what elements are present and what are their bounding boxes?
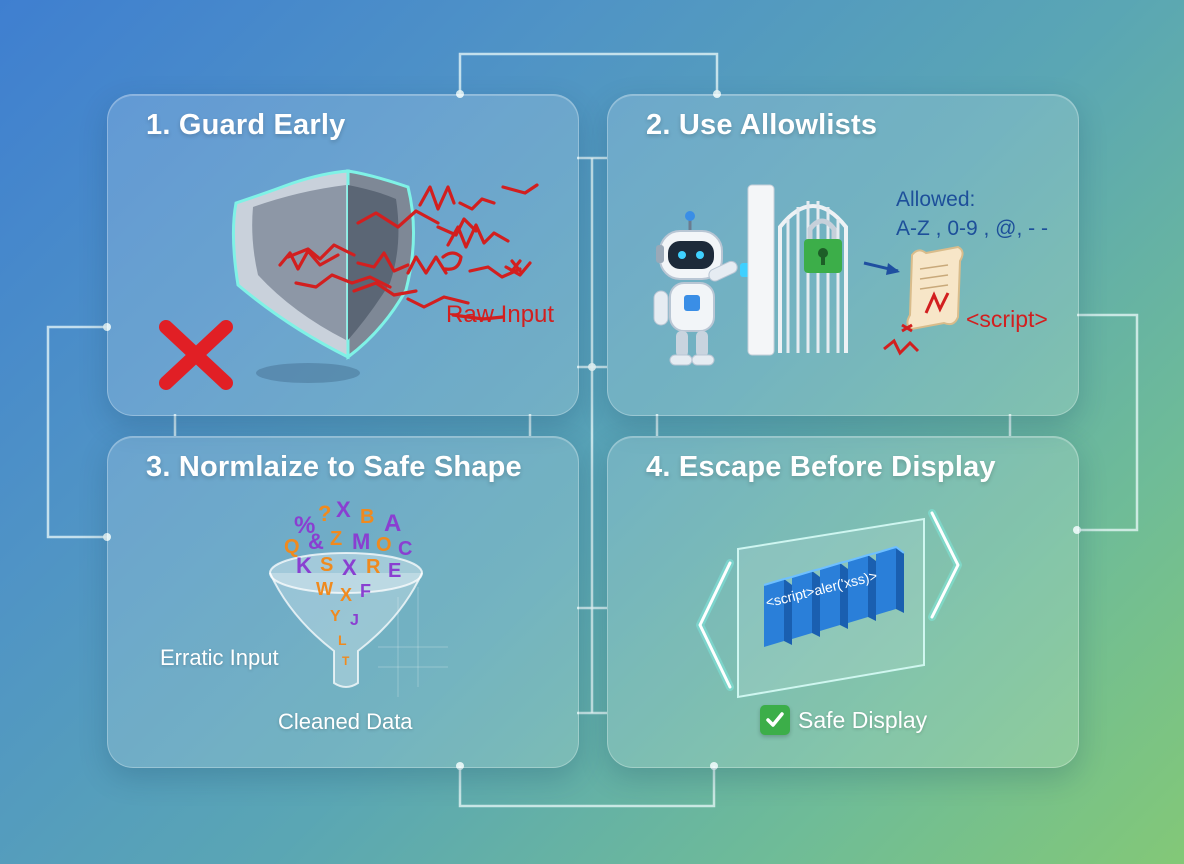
- card-title: 1. Guard Early: [146, 109, 346, 141]
- svg-text:L: L: [338, 632, 347, 648]
- funnel-icon: [269, 552, 423, 688]
- escape-illustration: [696, 509, 962, 699]
- svg-text:C: C: [398, 538, 412, 560]
- svg-text:Y: Y: [330, 608, 341, 625]
- svg-text:%: %: [294, 512, 315, 539]
- arrow-icon: [863, 261, 900, 275]
- gate-icon: [747, 184, 848, 356]
- safe-display-label: Safe Display: [798, 706, 928, 733]
- safe-display-row: Safe Display: [760, 705, 927, 735]
- svg-text:T: T: [342, 654, 350, 668]
- raw-input-label: Raw Input: [446, 301, 555, 328]
- svg-text:X: X: [342, 555, 357, 580]
- red-x-icon: [159, 320, 233, 390]
- normalize-illustration: % ? X B A Q & Z M O C K S X R E W X F Y …: [269, 497, 448, 697]
- letter-cloud: % ? X B A Q & Z M O C K S X R E W X F Y …: [284, 497, 412, 668]
- scribbles-icon: [278, 183, 539, 321]
- checkmark-icon: [760, 705, 790, 735]
- card-title: 4. Escape Before Display: [646, 451, 996, 483]
- svg-text:X: X: [340, 585, 352, 605]
- cleaned-data-label: Cleaned Data: [278, 709, 413, 734]
- scroll-icon: [883, 245, 964, 356]
- card-normalize: 3. Normlaize to Safe Shape % ? X B A Q &…: [107, 436, 579, 768]
- card-escape-display: 4. Escape Before Display <script>aler('x…: [607, 436, 1079, 768]
- card-guard-early: 1. Guard Early: [107, 94, 579, 416]
- code-blocks-icon: [763, 545, 905, 647]
- bracket-left-icon: [696, 559, 734, 691]
- svg-text:Z: Z: [330, 528, 342, 550]
- svg-text:S: S: [320, 554, 333, 576]
- svg-text:B: B: [360, 506, 374, 528]
- card-title: 2. Use Allowlists: [646, 109, 878, 141]
- svg-text:A: A: [384, 510, 401, 537]
- allowlists-illustration: [653, 184, 964, 366]
- card-use-allowlists: 2. Use Allowlists: [607, 94, 1079, 416]
- robot-icon: [653, 211, 750, 366]
- svg-text:M: M: [352, 529, 370, 554]
- svg-text:Q: Q: [284, 536, 300, 558]
- script-tag-label: <script>: [966, 306, 1048, 332]
- erratic-input-label: Erratic Input: [160, 645, 279, 670]
- svg-text:X: X: [336, 497, 351, 522]
- bracket-right-icon: [928, 509, 962, 621]
- svg-text:E: E: [388, 560, 401, 582]
- svg-text:W: W: [316, 579, 333, 599]
- padlock-icon: [804, 218, 842, 273]
- allowed-chars: A-Z , 0-9 , @, - -: [896, 217, 1048, 240]
- svg-text:F: F: [360, 581, 371, 601]
- svg-text:R: R: [366, 556, 381, 578]
- svg-text:?: ?: [318, 501, 331, 526]
- svg-text:K: K: [296, 553, 312, 578]
- svg-text:&: &: [308, 529, 324, 554]
- svg-text:J: J: [350, 612, 359, 629]
- guard-early-illustration: [159, 169, 539, 390]
- allowed-heading: Allowed:: [896, 188, 976, 211]
- shield-icon: [231, 169, 416, 360]
- svg-text:O: O: [376, 534, 392, 556]
- card-title: 3. Normlaize to Safe Shape: [146, 451, 522, 483]
